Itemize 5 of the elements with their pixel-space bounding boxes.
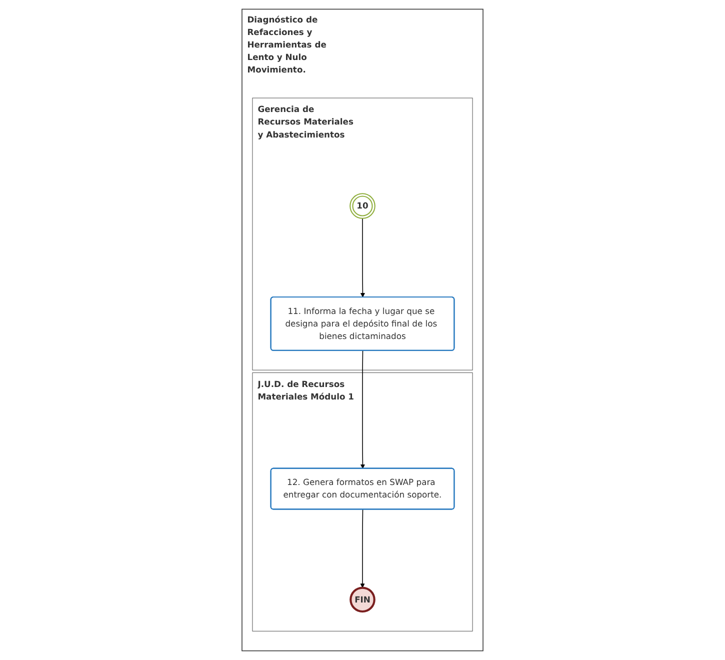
arrow — [360, 218, 365, 298]
node-circle: 10 — [350, 193, 376, 219]
arrow — [360, 509, 365, 588]
arrow — [360, 350, 365, 469]
node-circle: FIN — [350, 586, 376, 613]
